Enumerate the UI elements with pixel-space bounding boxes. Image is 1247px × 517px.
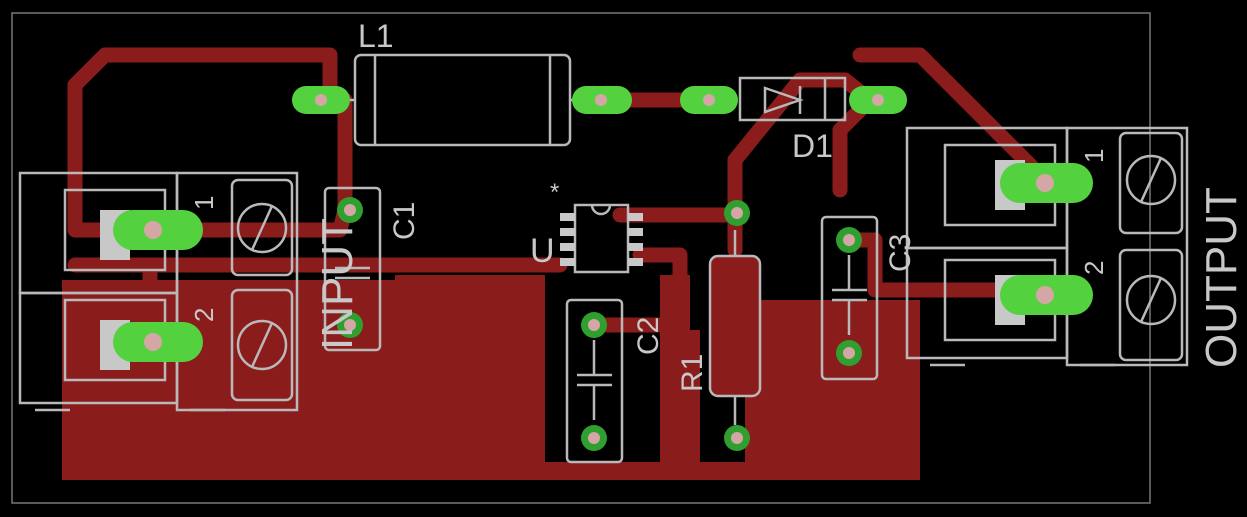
label-c1: C1 [388,202,421,240]
label-u: U [530,232,555,270]
label-output: OUTPUT [1197,187,1246,368]
pads [113,86,1093,451]
label-output-pin1: 1 [1079,149,1109,163]
ground-pour [62,275,920,480]
label-l1: L1 [358,18,394,54]
c3-capacitor [820,215,879,381]
board-outline [11,12,1151,504]
u-ic [560,203,643,274]
r1-resistor [708,230,762,425]
c1-capacitor [323,186,382,352]
label-c2: C2 [632,317,665,355]
c2-capacitor [565,298,624,464]
label-c3: C3 [884,234,917,272]
label-input-pin1: 1 [189,196,219,210]
label-input: INPUT [313,218,362,350]
label-input-pin2: 2 [189,308,219,322]
l1-inductor [330,53,600,147]
label-output-pin2: 2 [1079,261,1109,275]
d1-diode [738,76,847,122]
label-star: * [550,179,559,206]
label-d1: D1 [792,128,833,164]
label-r1: R1 [676,354,709,392]
